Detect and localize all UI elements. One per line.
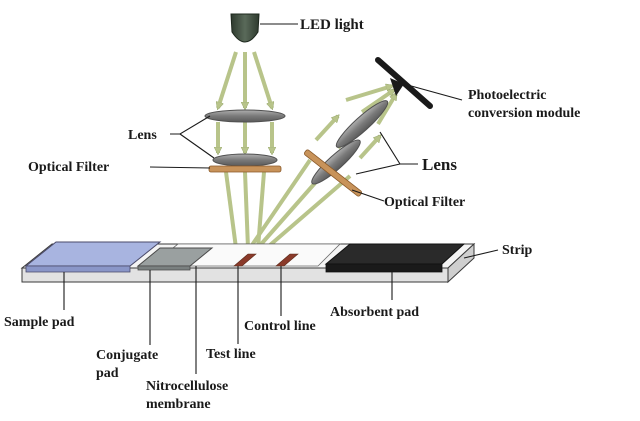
sample-pad-front [25, 265, 131, 273]
lens-left-leader-a [170, 115, 211, 135]
conjugate-pad-label-line1: Conjugate [96, 348, 158, 363]
strip-leader [463, 249, 499, 259]
beam-reflected-8 [360, 88, 394, 114]
absorbent-pad-front [325, 263, 443, 273]
incident-beams [218, 51, 272, 249]
photoelectric-module-tip [390, 78, 404, 96]
control-line-label: Control line [244, 319, 316, 334]
lens-right-leader-a [379, 131, 418, 165]
beam-reflected-9 [376, 94, 398, 126]
lens-right-upper [335, 100, 389, 148]
lens-left-leader-b [179, 133, 215, 159]
beam-reflected-1 [248, 158, 312, 250]
strip-label: Strip [502, 243, 533, 258]
beam-incident-1 [218, 51, 238, 108]
beam-reflected-3 [260, 174, 352, 254]
nitrocellulose-label-line1: Nitrocellulose [146, 379, 228, 394]
lens-left-lower [212, 153, 278, 167]
conjugate-pad-label-line2: pad [96, 366, 119, 381]
beam-incident-3 [252, 51, 272, 108]
reflected-beams [248, 86, 398, 254]
beam-incident-7 [224, 171, 238, 249]
photoelectric-label-line1: Photoelectric [468, 88, 547, 103]
sample-pad-label: Sample pad [4, 315, 75, 330]
beam-reflected-6 [358, 136, 380, 160]
absorbent-pad [324, 243, 466, 265]
test-line-label: Test line [206, 347, 256, 362]
lens-right-lower [311, 139, 361, 185]
optical-filter-left-label: Optical Filter [28, 160, 109, 175]
absorbent-pad-label: Absorbent pad [330, 305, 419, 320]
led-light-icon [230, 13, 260, 43]
lens-left-label: Lens [128, 128, 157, 143]
conjugate-pad-front [137, 265, 191, 271]
lens-left-upper [204, 109, 286, 123]
beam-reflected-4 [314, 116, 338, 142]
strip-base-side [447, 242, 475, 284]
beam-reflected-7 [345, 86, 392, 102]
beam-incident-8 [243, 171, 250, 249]
lens-right-label: Lens [422, 155, 457, 174]
optical-filter-right-label: Optical Filter [384, 195, 465, 210]
optical-filter-right-leader [351, 189, 385, 202]
led-light-label: LED light [300, 17, 364, 33]
photoelectric-label-line2: conversion module [468, 106, 580, 121]
photoelectric-module-bar [375, 57, 433, 109]
nitrocellulose-label-line2: membrane [146, 397, 211, 412]
optical-filter-right [303, 149, 363, 197]
optical-filter-left-leader [149, 166, 211, 169]
photoelectric-leader [403, 83, 463, 101]
lens-right-leader-b [355, 163, 401, 175]
test-strip [20, 241, 476, 284]
test-line [233, 253, 257, 267]
optical-filter-left [208, 165, 282, 173]
